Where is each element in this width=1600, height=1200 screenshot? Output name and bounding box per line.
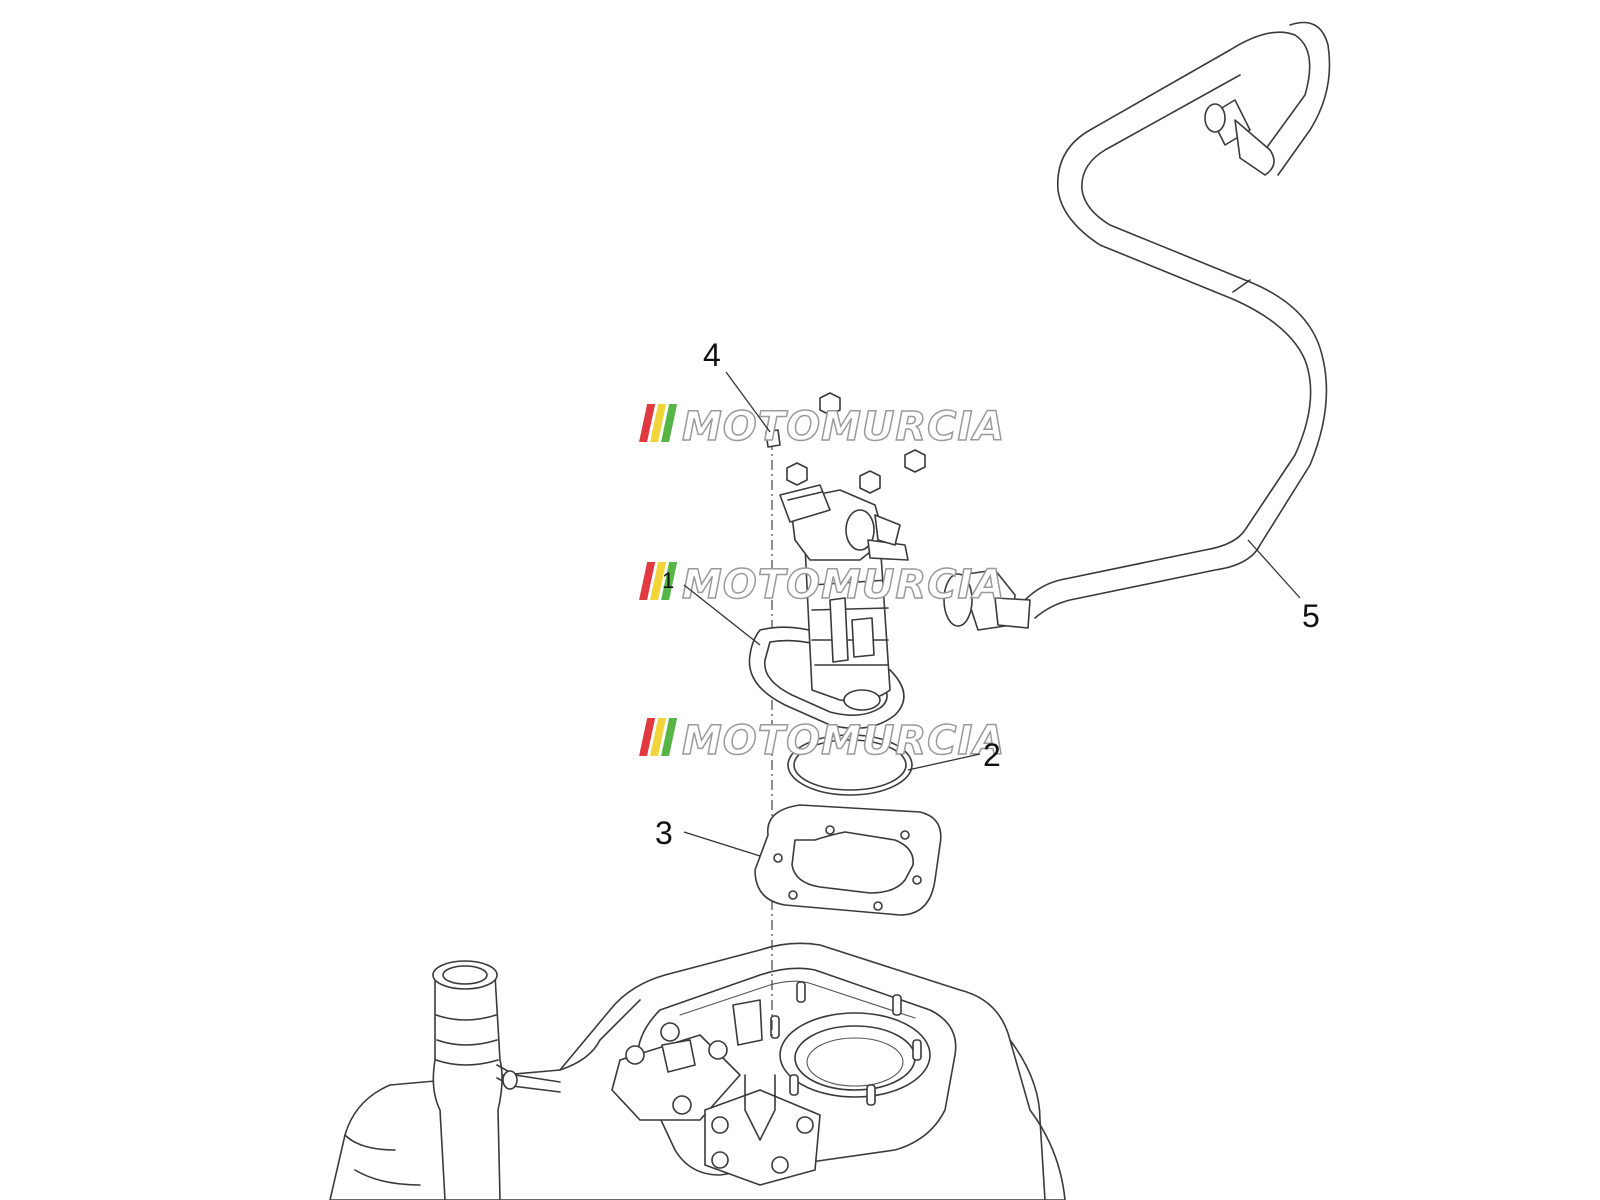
fuel-tank (329, 942, 1066, 1200)
watermark-stripe-yellow (650, 404, 667, 442)
watermark-1: MOTOMURCIA (639, 403, 1005, 451)
leader-line-3 (683, 831, 761, 857)
watermark-stripe-red (639, 562, 656, 600)
watermark-stripe-red (639, 404, 656, 442)
nut-1 (786, 462, 808, 486)
watermark-text: MOTOMURCIA (682, 562, 1005, 608)
nut-4 (819, 392, 841, 416)
gasket-part-3 (754, 804, 942, 916)
leader-line-2 (907, 753, 981, 771)
watermark-stripe-green (661, 404, 678, 442)
callout-3: 3 (655, 815, 673, 851)
callout-1: 1 (662, 568, 674, 593)
watermark-text: MOTOMURCIA (682, 404, 1005, 450)
watermark-3: MOTOMURCIA (639, 717, 1005, 765)
leader-line-1 (683, 584, 761, 646)
nut-3 (904, 449, 926, 473)
callouts: 4 1 2 3 5 (655, 337, 1320, 857)
o-ring-part-2 (787, 734, 913, 796)
nut-2 (859, 470, 881, 494)
leader-line-4 (725, 371, 771, 433)
watermark-stripe-yellow (650, 562, 667, 600)
fuel-pump-part-1 (748, 392, 926, 730)
callout-4: 4 (703, 337, 721, 373)
watermark-stripe-green (661, 718, 678, 756)
watermark-text: MOTOMURCIA (682, 718, 1005, 764)
watermark-stripe-yellow (650, 718, 667, 756)
leader-line-5 (1247, 539, 1301, 599)
fuel-hose-part-5 (943, 21, 1331, 631)
callout-5: 5 (1302, 598, 1320, 634)
watermark-stripe-green (661, 562, 678, 600)
callout-2: 2 (983, 737, 1001, 773)
watermark-stripe-red (639, 718, 656, 756)
watermark-2: MOTOMURCIA (639, 561, 1005, 609)
